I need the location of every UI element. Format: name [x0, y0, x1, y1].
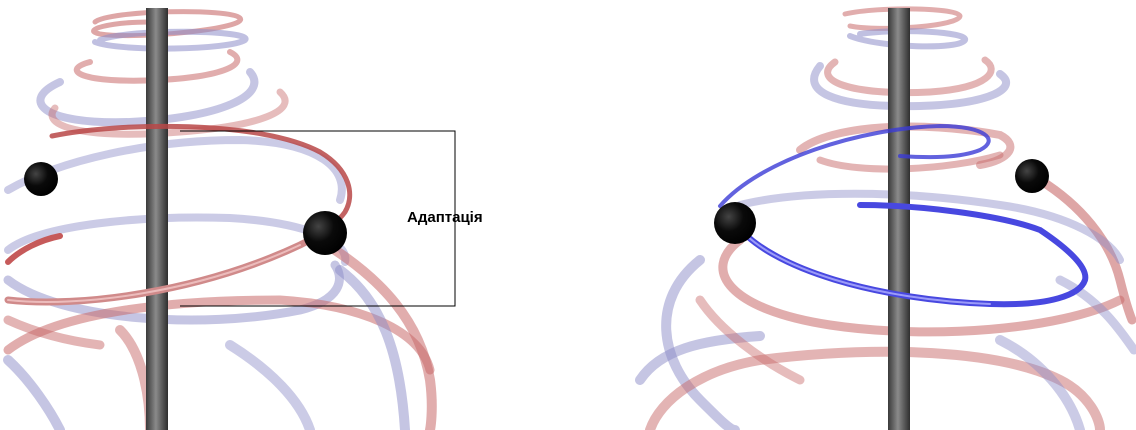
- right-helix-panel: [635, 6, 1136, 430]
- left-small-ball: [24, 162, 58, 196]
- left-faded-strands: [3, 9, 437, 430]
- left-central-axis: [146, 8, 168, 430]
- adaptation-label: Адаптація: [407, 209, 483, 226]
- left-large-ball: [303, 211, 347, 255]
- left-helix-panel: Адаптація: [3, 8, 483, 430]
- right-central-axis: [888, 8, 910, 430]
- right-faded-strands: [635, 6, 1136, 430]
- adaptation-bracket: [180, 130, 456, 307]
- right-highlighted-blue-strand: [718, 123, 1089, 308]
- right-large-ball: [714, 202, 756, 244]
- right-small-ball: [1015, 159, 1049, 193]
